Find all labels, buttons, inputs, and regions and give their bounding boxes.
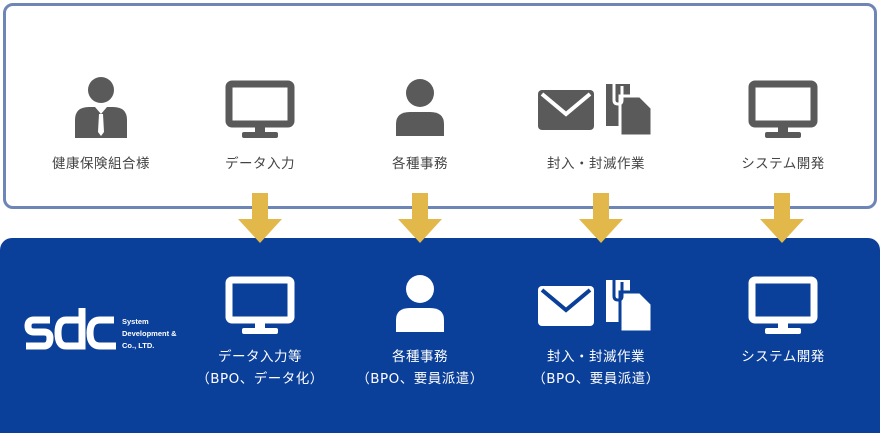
top-item-enclosing: 封入・封滅作業 (516, 78, 676, 172)
top-item-office-work: 各種事務 (340, 78, 500, 172)
envelope-documents-icon (538, 80, 654, 138)
monitor-icon (748, 276, 818, 334)
person-with-tie-icon (75, 77, 127, 138)
sdc-label-enclosing: 封入・封滅作業 (547, 349, 645, 365)
top-item-data-entry: データ入力 (180, 80, 340, 172)
top-label-system-dev: システム開発 (741, 156, 825, 172)
company-name: System Development & Co., LTD. (122, 317, 177, 350)
sdc-item-office-work: 各種事務 （BPO、要員派遣） (340, 274, 500, 390)
top-item-system-dev: システム開発 (703, 80, 863, 172)
person-icon (396, 79, 444, 136)
top-label-enclosing: 封入・封滅作業 (547, 156, 645, 172)
monitor-icon (225, 276, 295, 334)
sdc-label-system-dev: システム開発 (741, 349, 825, 365)
client-item: 健康保険組合様 (21, 76, 181, 172)
top-label-data-entry: データ入力 (225, 156, 295, 172)
sdc-sub-data-entry: （BPO、データ化） (196, 371, 324, 387)
sdc-label-office-work: 各種事務 (392, 349, 448, 365)
client-panel (3, 3, 877, 209)
sdc-item-data-entry: データ入力等 （BPO、データ化） (180, 276, 340, 390)
client-label: 健康保険組合様 (52, 156, 150, 172)
sdc-panel: System Development & Co., LTD. データ入力等 （B… (0, 238, 880, 433)
down-arrow-icon (398, 193, 442, 243)
sdc-label-data-entry: データ入力等 (218, 349, 302, 365)
down-arrow-icon (760, 193, 804, 243)
top-label-office-work: 各種事務 (392, 156, 448, 172)
monitor-icon (748, 80, 818, 138)
sdc-item-enclosing: 封入・封滅作業 （BPO、要員派遣） (516, 274, 676, 390)
monitor-icon (225, 80, 295, 138)
sdc-item-system-dev: システム開発 (703, 276, 863, 368)
down-arrow-icon (238, 193, 282, 243)
envelope-documents-icon (538, 276, 654, 334)
sdc-logo: System Development & Co., LTD. (24, 306, 204, 366)
sdc-logo-mark (24, 308, 116, 350)
sdc-sub-enclosing: （BPO、要員派遣） (532, 371, 660, 387)
person-icon (396, 275, 444, 332)
sdc-sub-office-work: （BPO、要員派遣） (356, 371, 484, 387)
down-arrow-icon (579, 193, 623, 243)
